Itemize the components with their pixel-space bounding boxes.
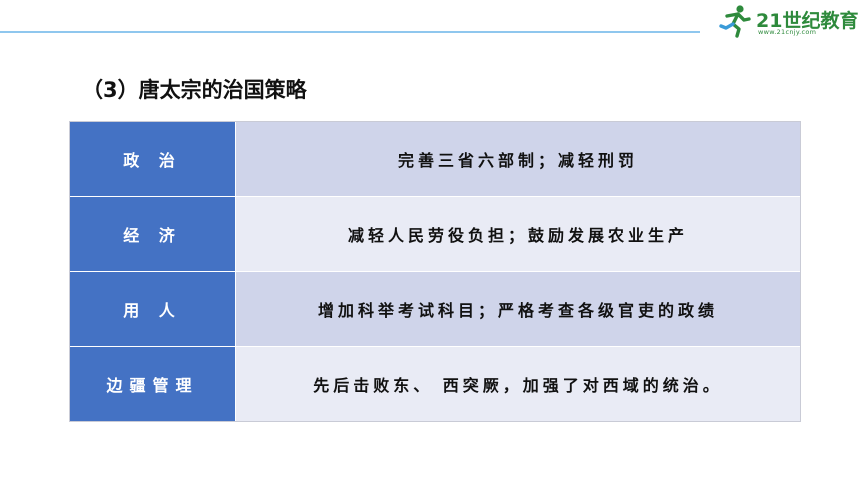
- row-label: 边疆管理: [70, 347, 236, 421]
- row-content: 先后击败东、 西突厥，加强了对西域的统治。: [236, 347, 800, 421]
- logo-url-text: www.21cnjy.com: [758, 28, 817, 36]
- runner-logo-icon: [719, 5, 751, 38]
- row-content: 减轻人民劳役负担；鼓励发展农业生产: [236, 197, 800, 271]
- row-label: 用 人: [70, 272, 236, 346]
- header-divider-line: [0, 31, 700, 33]
- row-label: 政 治: [70, 122, 236, 196]
- table-row: 边疆管理 先后击败东、 西突厥，加强了对西域的统治。: [70, 346, 800, 421]
- row-content: 完善三省六部制；减轻刑罚: [236, 122, 800, 196]
- table-row: 用 人 增加科举考试科目；严格考查各级官吏的政绩: [70, 271, 800, 346]
- table-row: 政 治 完善三省六部制；减轻刑罚: [70, 122, 800, 196]
- site-logo[interactable]: 21世纪教育 www.21cnjy.com: [718, 4, 858, 38]
- row-label: 经 济: [70, 197, 236, 271]
- policy-table: 政 治 完善三省六部制；减轻刑罚 经 济 减轻人民劳役负担；鼓励发展农业生产 用…: [69, 121, 801, 422]
- row-content: 增加科举考试科目；严格考查各级官吏的政绩: [236, 272, 800, 346]
- logo-brand-text: 21世纪教育: [756, 10, 859, 32]
- page-title: （3）唐太宗的治国策略: [82, 78, 307, 102]
- table-row: 经 济 减轻人民劳役负担；鼓励发展农业生产: [70, 196, 800, 271]
